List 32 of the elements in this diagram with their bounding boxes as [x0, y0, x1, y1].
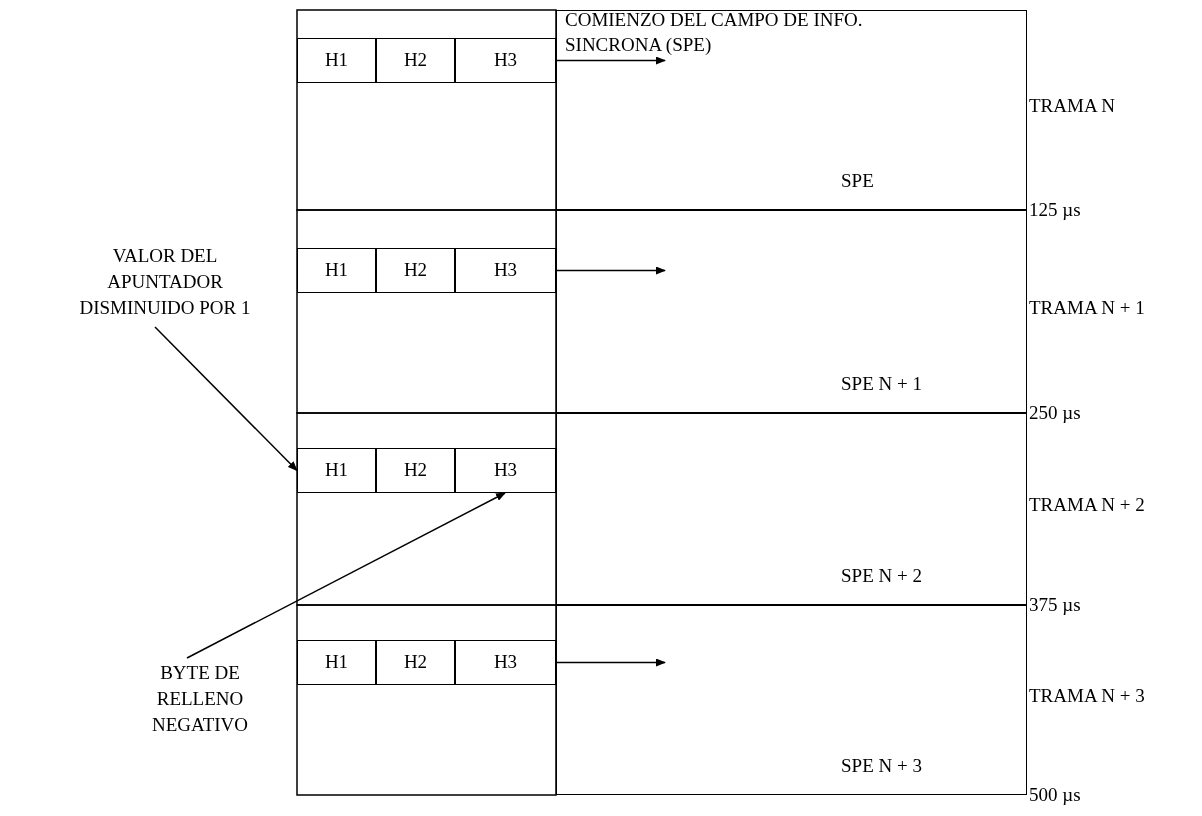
header-byte-cell: H2 [376, 248, 455, 293]
time-mark: 500 µs [1029, 784, 1081, 806]
header-byte-cell: H1 [297, 248, 376, 293]
header-byte-cell: H3 [455, 640, 556, 685]
arrow [555, 266, 666, 275]
time-mark: 250 µs [1029, 402, 1081, 424]
time-mark: 125 µs [1029, 199, 1081, 221]
header-byte-cell: H3 [455, 38, 556, 83]
header-byte-cell: H2 [376, 38, 455, 83]
start-note: COMIENZO DEL CAMPO DE INFO. SINCRONA (SPE) [565, 8, 864, 57]
header-byte-cell: H1 [297, 38, 376, 83]
payload-label: SPE N + 3 [841, 753, 922, 778]
header-byte-cell: H1 [297, 448, 376, 493]
frame-label: TRAMA N [1029, 95, 1116, 117]
frame-label: TRAMA N + 3 [1029, 685, 1145, 707]
header-byte-cell: H1 [297, 640, 376, 685]
header-byte-cell: H3 [455, 248, 556, 293]
header-byte-cell: H2 [376, 640, 455, 685]
leader-arrow [186, 492, 506, 659]
header-byte-cell: H3 [455, 448, 556, 493]
time-mark: 375 µs [1029, 594, 1081, 616]
header-byte-cell: H2 [376, 448, 455, 493]
payload-label: SPE N + 1 [841, 371, 922, 396]
leader-arrow [154, 326, 298, 472]
frame-label: TRAMA N + 2 [1029, 494, 1145, 516]
frame-label: TRAMA N + 1 [1029, 296, 1145, 319]
arrow [555, 56, 666, 65]
arrow [555, 658, 666, 667]
payload-label: SPE N + 2 [841, 563, 922, 588]
payload-label: SPE [841, 168, 874, 193]
annotation-text: VALOR DEL APUNTADOR DISMINUIDO POR 1 [60, 243, 270, 321]
annotation-text: BYTE DE RELLENO NEGATIVO [130, 660, 270, 738]
